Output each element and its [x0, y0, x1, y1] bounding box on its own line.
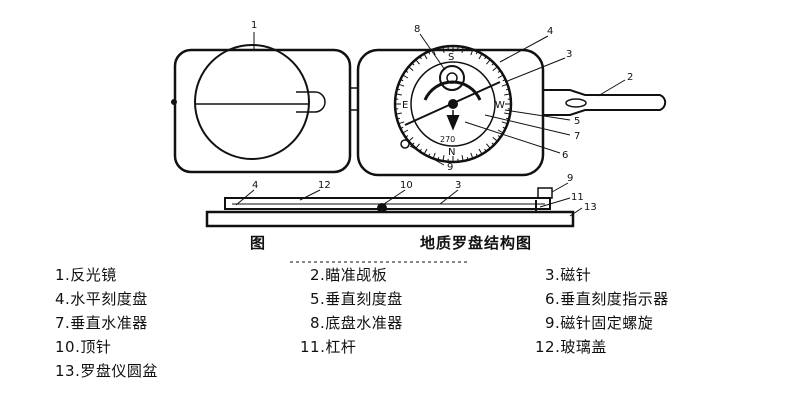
dial-w: W [495, 100, 505, 111]
mirror-slot [296, 92, 325, 112]
legend-item-2: 2.瞄准觇板 [310, 264, 387, 285]
label-8: 8 [414, 24, 420, 35]
label-6: 6 [562, 150, 568, 161]
legend-item-10: 10.顶针 [55, 336, 111, 357]
label-4: 4 [547, 26, 553, 37]
bubble-level-top [440, 66, 464, 90]
side-label-4: 4 [252, 180, 258, 191]
side-screw [538, 188, 552, 198]
label-7: 7 [574, 131, 580, 142]
dial-tick [409, 67, 414, 71]
dial-tick [493, 137, 498, 141]
dial-tick [479, 54, 482, 59]
legend-item-3: 3.磁针 [545, 264, 591, 285]
needle-pivot [449, 100, 457, 108]
label-1: 1 [251, 20, 257, 31]
side-leader-11 [540, 198, 570, 207]
side-pivot [378, 204, 386, 212]
dial-tick [403, 75, 408, 78]
side-base [207, 212, 573, 226]
side-label-3: 3 [455, 180, 461, 191]
side-label-12: 12 [318, 180, 331, 191]
label-2: 2 [627, 72, 633, 83]
legend-item-7: 7.垂直水准器 [55, 312, 148, 333]
legend-item-12: 12.玻璃盖 [535, 336, 607, 357]
label-9: 9 [447, 162, 453, 173]
needle-lock-screw [401, 140, 409, 148]
legend-item-5: 5.垂直刻度盘 [310, 288, 403, 309]
vane-slot [566, 99, 586, 107]
dial-tick [498, 75, 503, 78]
dial-tick [424, 149, 427, 154]
mirror-circle [195, 45, 309, 159]
dial-tick [416, 144, 420, 149]
vertical-scale-arc [425, 82, 480, 100]
dial-tick [424, 54, 427, 59]
legend-item-8: 8.底盘水准器 [310, 312, 403, 333]
side-label-13: 13 [584, 202, 597, 213]
legend-item-4: 4.水平刻度盘 [55, 288, 148, 309]
side-leader-9 [552, 183, 568, 192]
dial-tick [493, 67, 498, 71]
dial-tick [416, 60, 420, 65]
legend-item-6: 6.垂直刻度指示器 [545, 288, 669, 309]
mirror-dot [172, 100, 176, 104]
dial-tick [479, 149, 482, 154]
dial-e: E [402, 100, 408, 111]
dial-tick [486, 144, 490, 149]
side-label-9: 9 [567, 173, 573, 184]
sighting-vane [543, 90, 665, 115]
dial-n: N [448, 147, 455, 158]
dial-s: S [448, 52, 454, 63]
side-label-10: 10 [400, 180, 413, 191]
dial-tick [403, 130, 408, 133]
legend-item-11: 11.杠杆 [300, 336, 356, 357]
leader-8 [420, 34, 445, 70]
dial-tick [409, 137, 414, 141]
label-3: 3 [566, 49, 572, 60]
mirror-panel [175, 50, 350, 172]
legend-item-9: 9.磁针固定螺旋 [545, 312, 653, 333]
leader-3 [505, 58, 565, 82]
legend-item-1: 1.反光镜 [55, 264, 117, 285]
dial-tick [486, 60, 490, 65]
caption-title: 地质罗盘结构图 [420, 232, 532, 253]
legend-item-13: 13.罗盘仪圆盆 [55, 360, 158, 381]
dial-270: 270 [440, 135, 455, 144]
side-label-11: 11 [571, 192, 584, 203]
label-5: 5 [574, 116, 580, 127]
caption-figure: 图 [250, 232, 266, 253]
leader-9 [410, 146, 444, 165]
leader-2 [598, 80, 625, 96]
